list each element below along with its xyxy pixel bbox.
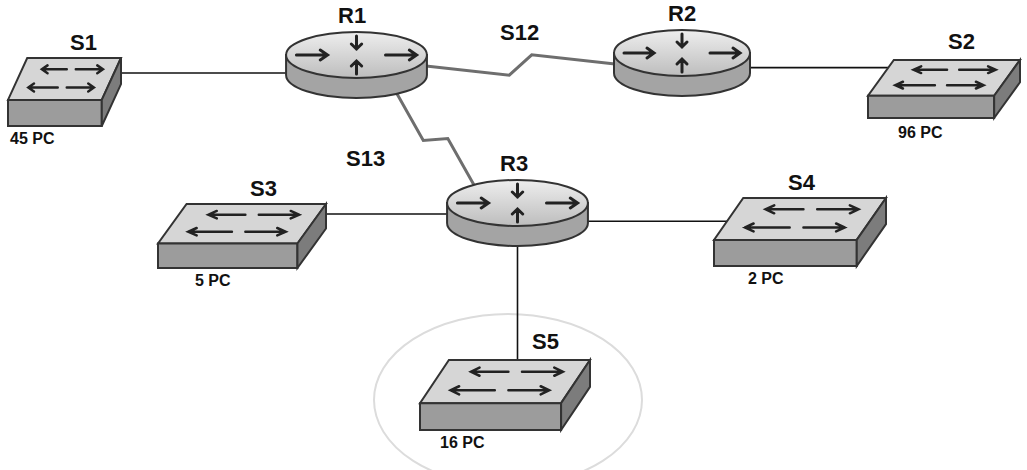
link-label: S12	[498, 20, 541, 45]
pc-count: 5 PC	[195, 272, 231, 290]
router-arrows	[624, 34, 740, 72]
device-name: S1	[70, 30, 97, 55]
device-name: S2	[948, 29, 975, 54]
router-icon	[445, 178, 590, 250]
switch-front	[420, 403, 561, 430]
router-icon	[284, 30, 429, 102]
switch-node: S296 PC	[868, 60, 1020, 118]
ethernet-link	[326, 213, 448, 215]
switch-side	[102, 58, 121, 126]
router-node: R3	[445, 178, 590, 250]
switch-icon	[158, 204, 326, 268]
router-top	[286, 32, 427, 78]
pc-count: 96 PC	[898, 124, 942, 142]
ethernet-link	[517, 246, 519, 361]
switch-node: S145 PC	[8, 58, 121, 126]
highlight-ellipse	[374, 314, 642, 470]
switch-node: S42 PC	[714, 198, 886, 266]
switch-arrows	[28, 65, 103, 91]
switch-front	[8, 100, 102, 126]
switch-icon	[8, 58, 121, 126]
switch-arrows	[745, 205, 859, 231]
ethernet-link	[749, 67, 888, 69]
router-node: R2	[612, 28, 752, 100]
router-top	[447, 180, 588, 226]
switch-arrows	[895, 66, 995, 88]
switch-arrows	[451, 368, 563, 395]
serial-link	[397, 94, 474, 185]
switch-side	[561, 360, 590, 430]
switch-icon	[714, 198, 886, 266]
pc-count: 16 PC	[440, 434, 484, 452]
switch-front	[714, 240, 857, 266]
switch-side	[994, 60, 1020, 118]
device-name: S5	[532, 329, 559, 354]
ethernet-link	[587, 220, 730, 222]
router-node: R1	[284, 30, 429, 102]
serial-link	[426, 55, 615, 75]
router-arrows	[296, 36, 416, 74]
device-name: S4	[788, 170, 815, 195]
switch-node: S516 PC	[420, 360, 590, 430]
switch-front	[868, 96, 994, 118]
link-label: S13	[344, 146, 387, 171]
switch-icon	[420, 360, 590, 430]
switch-node: S35 PC	[158, 204, 326, 268]
switch-side	[857, 198, 886, 266]
device-name: S3	[250, 176, 277, 201]
switch-side	[297, 204, 326, 268]
pc-count: 2 PC	[748, 270, 784, 288]
switch-arrows	[188, 211, 299, 236]
ethernet-link	[121, 72, 286, 74]
router-icon	[612, 28, 752, 100]
router-top	[614, 30, 750, 76]
switch-front	[158, 243, 297, 268]
device-name: R1	[338, 3, 366, 28]
pc-count: 45 PC	[10, 130, 54, 148]
router-arrows	[457, 184, 577, 222]
device-name: R2	[668, 1, 696, 26]
device-name: R3	[500, 151, 528, 176]
switch-icon	[868, 60, 1020, 118]
